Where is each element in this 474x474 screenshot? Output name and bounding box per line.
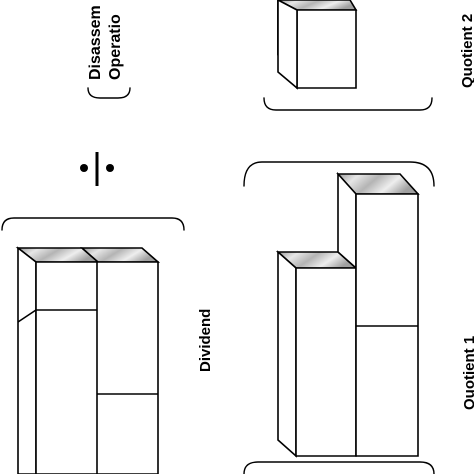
operation-label-line2: Operatio	[107, 14, 124, 80]
operation-label-line1: Disassem	[87, 5, 104, 80]
dividend-block	[15, 246, 161, 474]
quotient-1-block	[275, 171, 420, 458]
operation-bracket	[87, 87, 131, 99]
quotient-2-label: Quotient 2	[459, 14, 474, 88]
quotient-1-label: Quotient 1	[461, 336, 474, 410]
dividend-bracket	[1, 217, 185, 231]
dividend-label: Dividend	[197, 309, 214, 372]
quotient-2-block	[277, 0, 358, 90]
quotient-1-bracket-top	[243, 161, 435, 187]
quotient-1-bracket-bottom	[243, 461, 435, 474]
quotient-2-bracket	[263, 97, 433, 111]
division-sign-icon	[80, 152, 114, 186]
